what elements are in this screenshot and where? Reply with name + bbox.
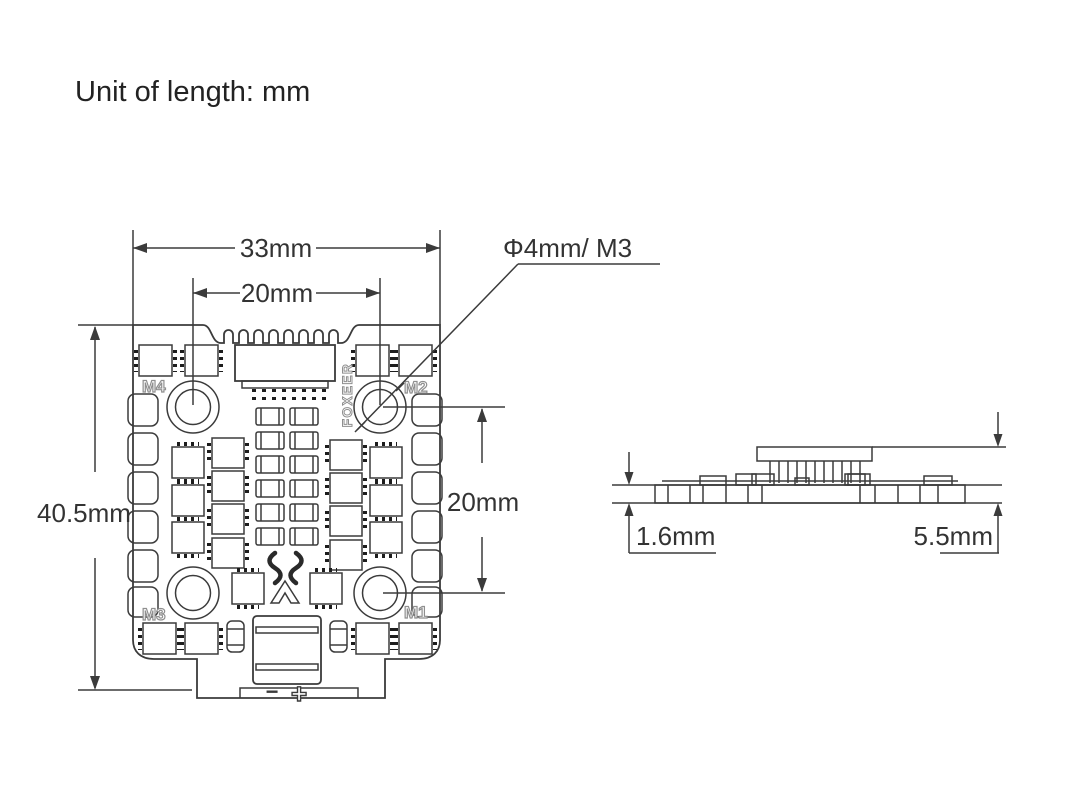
label-brand: FOXEER [340, 363, 355, 428]
hole-callout-label: Φ4mm/ M3 [503, 233, 632, 263]
hole-callout: Φ4mm/ M3 [354, 233, 660, 433]
bulk-capacitor [252, 615, 322, 685]
driver-ic-columns [171, 437, 403, 571]
side-view: 1.6mm 5.5mm [612, 412, 1006, 554]
dim-overall-height: 5.5mm [872, 412, 1006, 554]
dim-pcb-thickness: 1.6mm [624, 452, 716, 554]
dim-overall-height-label: 5.5mm [914, 521, 993, 551]
board-outline [132, 324, 441, 699]
mid-fets [231, 568, 343, 609]
top-view: M4 M2 M3 M1 FOXEER − + 33mm 20mm [37, 230, 660, 710]
page-title: Unit of length: mm [75, 76, 310, 108]
mountain-logo [269, 579, 301, 604]
label-m1: M1 [404, 603, 428, 622]
dim-mount-spacing-vertical: 20mm [383, 406, 519, 594]
edge-pads [127, 393, 443, 618]
label-m4: M4 [142, 377, 166, 396]
battery-negative-pad: − [266, 679, 279, 704]
label-m3: M3 [142, 605, 166, 624]
capacitor-grid [255, 407, 319, 546]
dim-board-height: 40.5mm [37, 324, 192, 691]
side-pcb-body [654, 473, 966, 504]
dim-board-width: 33mm [132, 230, 441, 325]
dim-mount-spacing-horizontal: 20mm [192, 278, 381, 405]
dim-mount-v-label: 20mm [447, 487, 519, 517]
small-cylinder-left [226, 620, 245, 653]
side-connector [751, 446, 873, 486]
dim-mount-h-label: 20mm [241, 278, 313, 308]
battery-positive-pad: + [291, 678, 307, 709]
dim-board-height-label: 40.5mm [37, 498, 131, 528]
foxeer-x-logo [267, 550, 304, 586]
bottom-tab-step [239, 687, 359, 698]
dim-pcb-thickness-label: 1.6mm [636, 521, 715, 551]
signal-connector [234, 344, 336, 400]
dim-board-width-label: 33mm [240, 233, 312, 263]
label-m2: M2 [404, 378, 428, 397]
corner-fets [134, 344, 437, 655]
mounting-hole-m3 [166, 566, 220, 620]
small-cylinder-right [329, 620, 348, 653]
